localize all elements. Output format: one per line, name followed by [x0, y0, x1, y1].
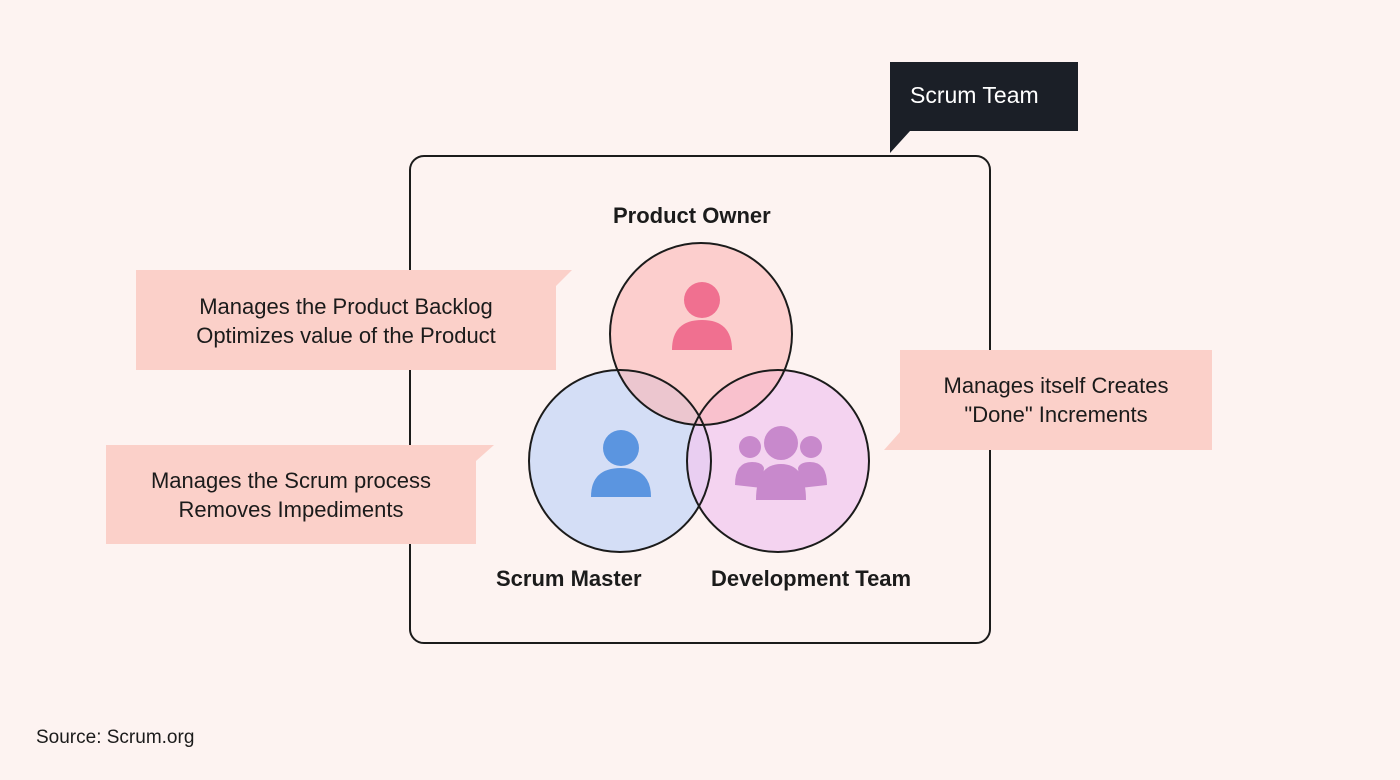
development-team-icon — [735, 426, 827, 500]
dev-team-description: Manages itself Creates "Done" Increments — [900, 371, 1212, 429]
dt-desc-line1: Manages itself Creates — [943, 373, 1169, 398]
sm-desc-line2: Removes Impediments — [178, 497, 404, 522]
po-desc-line2: Optimizes value of the Product — [196, 323, 496, 348]
dt-desc-line2: "Done" Increments — [964, 402, 1148, 427]
scrum-master-title: Scrum Master — [496, 566, 642, 591]
product-owner-icon — [672, 282, 732, 350]
sm-desc-line1: Manages the Scrum process — [150, 468, 432, 493]
callout-product-owner — [136, 270, 572, 370]
product-owner-title: Product Owner — [613, 203, 771, 228]
source-note: Source: Scrum.org — [36, 727, 195, 748]
callout-scrum-master — [106, 445, 494, 544]
team-label: Scrum Team — [910, 82, 1039, 108]
po-desc-line1: Manages the Product Backlog — [199, 294, 493, 319]
dev-team-title: Development Team — [711, 566, 912, 591]
product-owner-description: Manages the Product Backlog Optimizes va… — [136, 292, 556, 350]
team-label-bubble — [890, 62, 1078, 153]
scrum-master-icon — [591, 430, 651, 497]
scrum-master-description: Manages the Scrum process Removes Impedi… — [106, 466, 476, 524]
callout-dev-team — [884, 350, 1212, 450]
